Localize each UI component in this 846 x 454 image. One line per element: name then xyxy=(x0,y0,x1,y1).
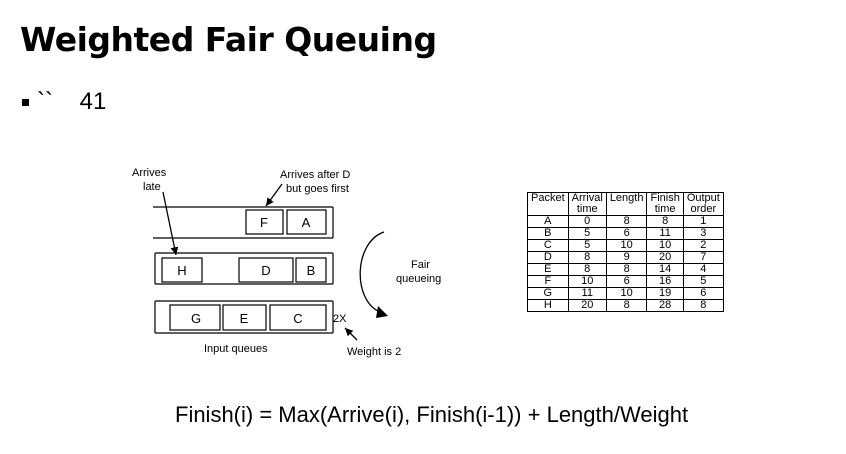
packet-g: G xyxy=(191,311,201,326)
fair-label-1: Fair xyxy=(411,259,430,271)
slide-title: Weighted Fair Queuing xyxy=(20,20,437,59)
bullet-text: `` 41 xyxy=(37,88,107,115)
packet-h: H xyxy=(177,263,186,278)
input-queues-label: Input queues xyxy=(204,343,268,355)
arrives-after-label-1: Arrives after D xyxy=(280,169,350,181)
packet-e: E xyxy=(240,311,249,326)
packet-a: A xyxy=(302,215,311,230)
arrives-late-arrow xyxy=(162,191,179,256)
arrives-after-arrow xyxy=(265,183,283,207)
arrives-late-label-1: Arrives xyxy=(132,167,167,179)
weight-mark: 2X xyxy=(333,313,347,325)
arrives-after-label-2: but goes first xyxy=(286,183,349,195)
header-length: Length xyxy=(605,192,648,216)
header-packet: Packet xyxy=(527,192,569,216)
packet-f: F xyxy=(260,215,268,230)
wfq-formula: Finish(i) = Max(Arrive(i), Finish(i-1)) … xyxy=(175,402,689,427)
queue-1: F A xyxy=(153,206,334,239)
weight-arrow xyxy=(344,327,358,341)
packet-b: B xyxy=(307,263,316,278)
fair-queueing-arrow xyxy=(359,231,385,313)
bullet-item: `` 41 xyxy=(22,88,106,116)
packet-d: D xyxy=(261,263,270,278)
weight-label: Weight is 2 xyxy=(347,346,401,358)
bullet-icon xyxy=(22,98,29,106)
fair-label-2: queueing xyxy=(396,273,441,285)
arrives-late-label-2: late xyxy=(143,181,161,193)
packet-c: C xyxy=(293,311,302,326)
fair-queueing-arrowhead xyxy=(376,306,388,318)
queue-2: H D B xyxy=(154,252,334,285)
queue-3: G E C xyxy=(154,300,334,334)
